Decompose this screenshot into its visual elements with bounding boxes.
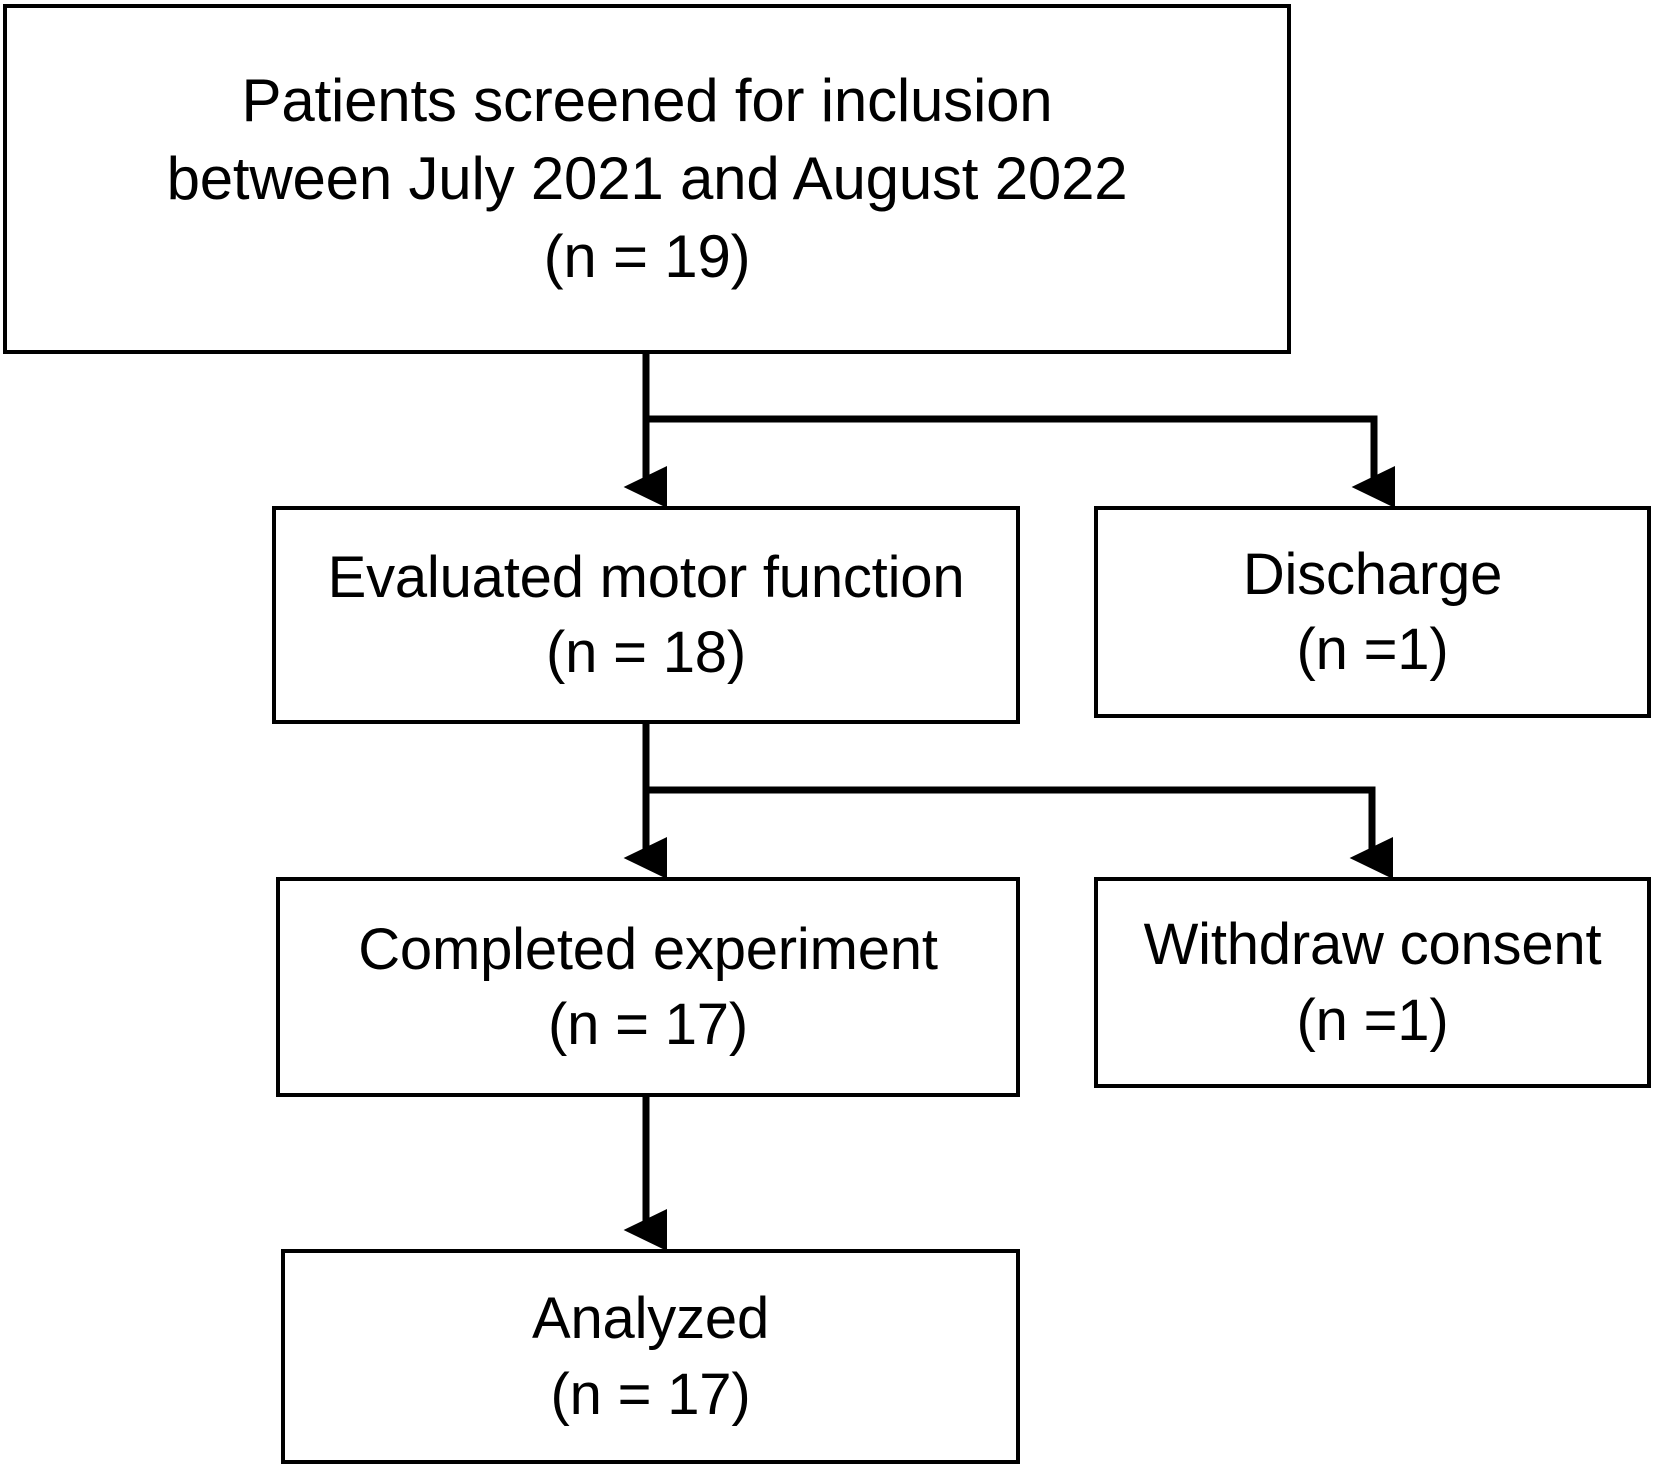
node-patients-screened: Patients screened for inclusion between … bbox=[3, 4, 1291, 354]
node-patients-screened-count: (n = 19) bbox=[543, 223, 751, 290]
node-withdraw-consent-label: Withdraw consent bbox=[1143, 912, 1602, 978]
node-evaluated-motor-function-label: Evaluated motor function bbox=[327, 544, 965, 610]
node-evaluated-motor-function: Evaluated motor function (n = 18) bbox=[272, 506, 1020, 724]
node-completed-experiment: Completed experiment (n = 17) bbox=[276, 877, 1020, 1097]
node-discharge-label: Discharge bbox=[1242, 541, 1503, 607]
edge-screened-to-discharge bbox=[646, 415, 1396, 509]
node-discharge-count: (n =1) bbox=[1296, 617, 1449, 682]
node-analyzed-count: (n = 17) bbox=[550, 1361, 751, 1427]
node-analyzed-label: Analyzed bbox=[532, 1286, 769, 1352]
node-withdraw-consent-count: (n =1) bbox=[1296, 987, 1449, 1053]
node-patients-screened-line-2: between July 2021 and August 2022 bbox=[166, 145, 1128, 212]
node-analyzed: Analyzed (n = 17) bbox=[281, 1249, 1020, 1464]
node-discharge: Discharge (n =1) bbox=[1094, 506, 1651, 718]
node-patients-screened-line-1: Patients screened for inclusion bbox=[241, 67, 1053, 134]
node-completed-experiment-label: Completed experiment bbox=[358, 916, 938, 982]
node-completed-experiment-count: (n = 17) bbox=[548, 992, 748, 1057]
edge-evaluated-to-withdraw bbox=[646, 786, 1394, 880]
node-evaluated-motor-function-count: (n = 18) bbox=[546, 620, 746, 685]
node-withdraw-consent: Withdraw consent (n =1) bbox=[1094, 877, 1651, 1088]
